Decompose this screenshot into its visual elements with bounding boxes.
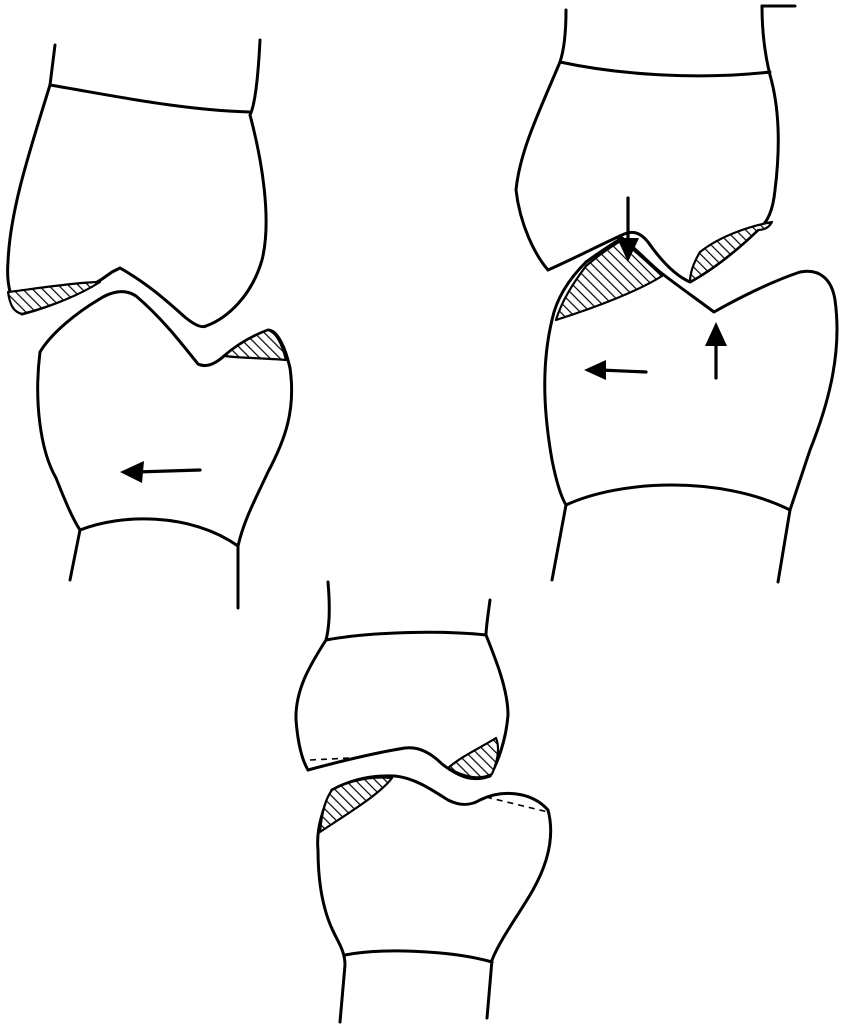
upper-bone-top-right xyxy=(516,6,795,282)
dashed-line-right-bottom-center xyxy=(486,797,548,812)
upper-bone-bottom-center xyxy=(296,582,508,779)
lower-bone-bottom-center xyxy=(318,776,551,1022)
cartilage-wear-upper-bottom-center xyxy=(448,738,498,777)
arrow-left-top-right xyxy=(584,360,646,380)
arrow-up-top-right xyxy=(705,322,727,378)
panel-top-right xyxy=(516,6,837,582)
lower-bone-top-right xyxy=(545,198,837,582)
cartilage-wear-upper-top-right xyxy=(690,222,772,282)
lower-bone-top-left xyxy=(38,292,292,608)
upper-bone-top-left xyxy=(8,40,266,327)
panel-top-left xyxy=(8,40,292,608)
panel-bottom-center xyxy=(296,582,551,1022)
cartilage-wear-lower-bottom-center xyxy=(320,778,392,833)
arrow-left-top-left xyxy=(120,461,200,483)
